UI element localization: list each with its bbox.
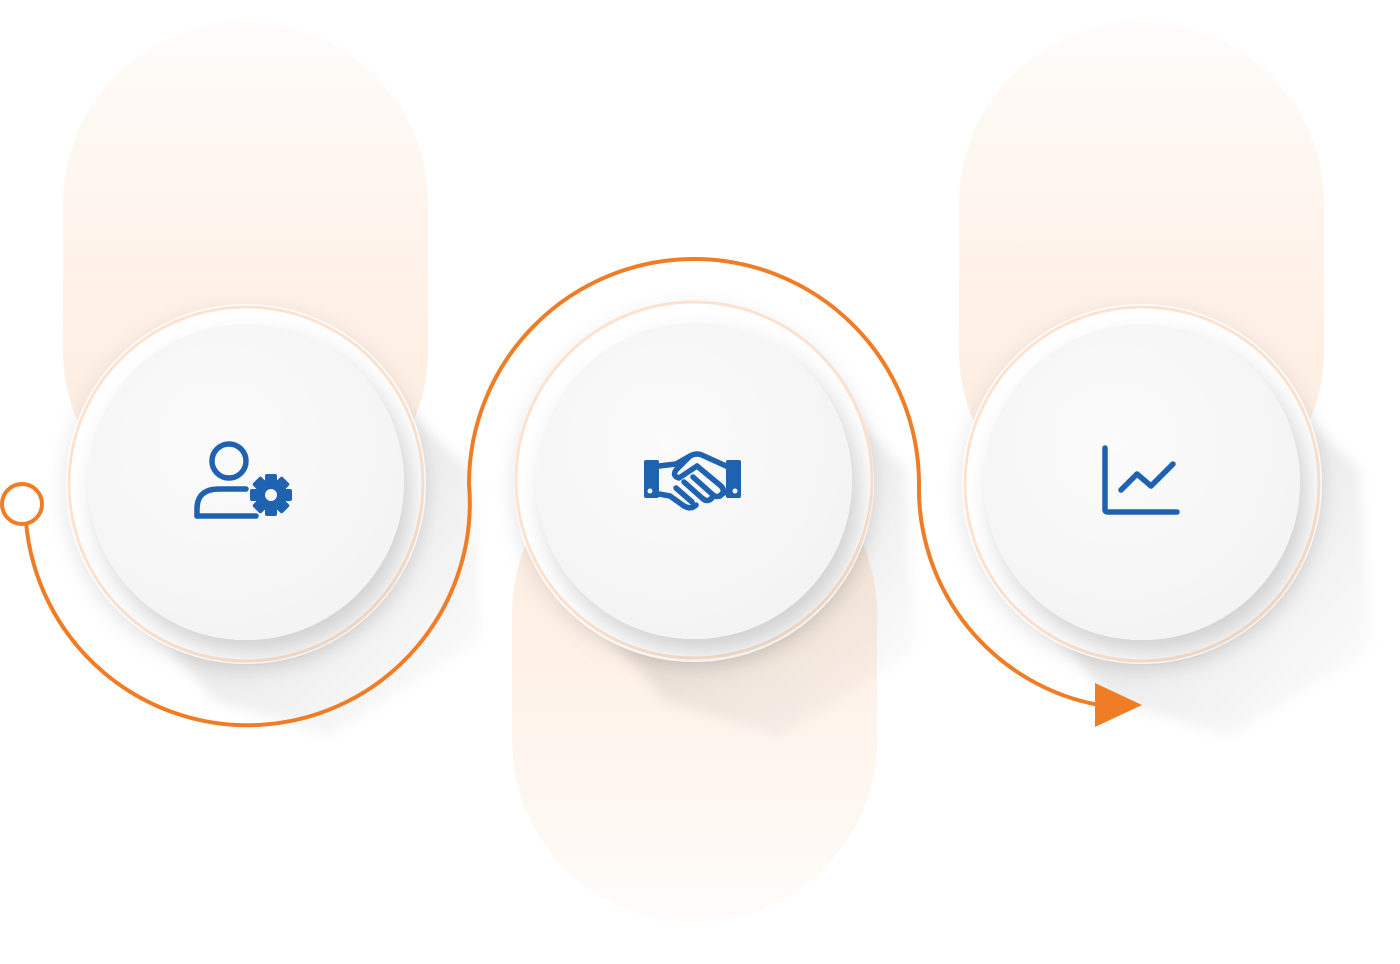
line-chart-icon bbox=[1102, 445, 1180, 515]
step-2 bbox=[514, 300, 874, 662]
user-gear-icon bbox=[194, 441, 292, 519]
step-1-disc bbox=[88, 324, 404, 640]
step-3 bbox=[962, 304, 1322, 664]
flow-start-node bbox=[0, 482, 44, 526]
step-1 bbox=[66, 304, 426, 664]
step-1-ring bbox=[67, 305, 425, 663]
step-3-ring bbox=[963, 305, 1321, 663]
flow-arrow-head bbox=[1095, 683, 1142, 727]
step-2-ring bbox=[514, 300, 874, 660]
step-3-disc bbox=[984, 324, 1300, 640]
flow-line bbox=[24, 257, 1101, 728]
handshake-icon bbox=[644, 451, 741, 511]
